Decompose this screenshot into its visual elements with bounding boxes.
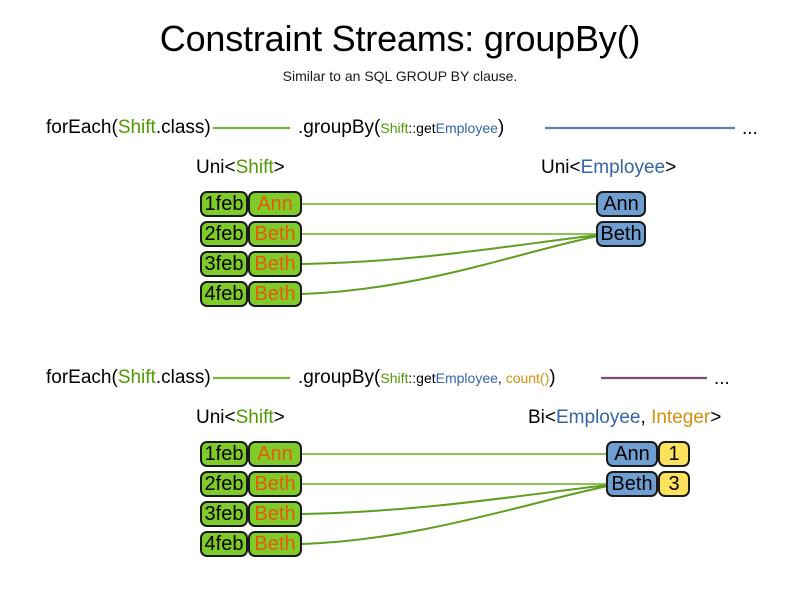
- row-2-right-type-label: Bi<Employee, Integer>: [528, 407, 721, 429]
- groupby-suffix: ): [497, 117, 505, 138]
- count-result-box[interactable]: 3: [658, 471, 690, 497]
- left-type-generic: Shift: [235, 157, 274, 178]
- right-type-generic: Employee: [556, 407, 641, 428]
- shift-employee-box[interactable]: Beth: [248, 251, 302, 277]
- foreach-suffix: .class): [155, 117, 211, 138]
- groupby-suffix: ): [549, 367, 556, 388]
- right-type-generic2: Integer: [651, 407, 711, 428]
- shift-employee-box[interactable]: Beth: [248, 221, 302, 247]
- shift-date-box[interactable]: 2feb: [200, 471, 248, 497]
- groupby-arg-class: Shift: [380, 370, 409, 386]
- data-link-1-2: [301, 234, 599, 265]
- employee-result-box[interactable]: Beth: [596, 221, 646, 247]
- row-1-foreach-expression: forEach(Shift.class): [46, 118, 211, 137]
- employee-result-box[interactable]: Ann: [596, 191, 646, 217]
- row-1-right-type-label: Uni<Employee>: [541, 157, 676, 179]
- left-type-close: >: [273, 157, 285, 178]
- data-link-2-3: [301, 485, 609, 545]
- left-type-generic: Shift: [235, 407, 274, 428]
- groupby-arg-separator: ,: [497, 370, 506, 386]
- groupby-prefix: .groupBy(: [298, 117, 381, 138]
- shift-employee-box[interactable]: Ann: [248, 441, 302, 467]
- page-title: Constraint Streams: groupBy(): [159, 18, 641, 59]
- row-1-groupby-expression: .groupBy(Shift::getEmployee): [298, 118, 504, 137]
- shift-date-box[interactable]: 2feb: [200, 221, 248, 247]
- shift-date-box[interactable]: 4feb: [200, 531, 248, 557]
- shift-date-box[interactable]: 3feb: [200, 251, 248, 277]
- right-type-close: >: [710, 407, 722, 428]
- groupby-arg-class: Shift: [380, 120, 409, 136]
- left-type-close: >: [273, 407, 285, 428]
- foreach-prefix: forEach(: [46, 117, 118, 138]
- shift-employee-box[interactable]: Beth: [248, 281, 302, 307]
- row-1-ellipsis: ...: [742, 118, 758, 139]
- foreach-type: Shift: [117, 367, 156, 388]
- shift-date-box[interactable]: 3feb: [200, 501, 248, 527]
- left-type-outer: Uni<: [196, 157, 236, 178]
- groupby-arg-property: Employee: [435, 370, 498, 386]
- shift-employee-box[interactable]: Beth: [248, 471, 302, 497]
- shift-date-box[interactable]: 4feb: [200, 281, 248, 307]
- foreach-type: Shift: [117, 117, 156, 138]
- shift-employee-box[interactable]: Beth: [248, 501, 302, 527]
- row-2-groupby-expression: .groupBy(Shift::getEmployee, count()): [298, 368, 556, 387]
- foreach-prefix: forEach(: [46, 367, 118, 388]
- groupby-arg-method: ::get: [408, 370, 436, 386]
- foreach-suffix: .class): [155, 367, 211, 388]
- shift-employee-box[interactable]: Beth: [248, 531, 302, 557]
- employee-result-box[interactable]: Ann: [606, 441, 658, 467]
- data-link-1-3: [301, 235, 599, 295]
- right-type-generic: Employee: [580, 157, 666, 178]
- row-2-foreach-expression: forEach(Shift.class): [46, 368, 211, 387]
- left-type-outer: Uni<: [196, 407, 236, 428]
- groupby-arg-property: Employee: [435, 120, 498, 136]
- shift-date-box[interactable]: 1feb: [200, 191, 248, 217]
- groupby-prefix: .groupBy(: [298, 367, 381, 388]
- shift-date-box[interactable]: 1feb: [200, 441, 248, 467]
- row-2-left-type-label: Uni<Shift>: [196, 407, 285, 429]
- count-result-box[interactable]: 1: [658, 441, 690, 467]
- right-type-close: >: [665, 157, 677, 178]
- data-link-2-2: [301, 484, 609, 515]
- shift-employee-box[interactable]: Ann: [248, 191, 302, 217]
- row-1-left-type-label: Uni<Shift>: [196, 157, 285, 179]
- row-2-ellipsis: ...: [714, 368, 730, 389]
- right-type-outer: Bi<: [528, 407, 556, 428]
- page-subtitle: Similar to an SQL GROUP BY clause.: [282, 68, 518, 84]
- groupby-arg-collector: count(): [505, 370, 550, 386]
- right-type-separator: ,: [640, 407, 652, 428]
- groupby-arg-method: ::get: [408, 120, 436, 136]
- right-type-outer: Uni<: [541, 157, 581, 178]
- employee-result-box[interactable]: Beth: [606, 471, 658, 497]
